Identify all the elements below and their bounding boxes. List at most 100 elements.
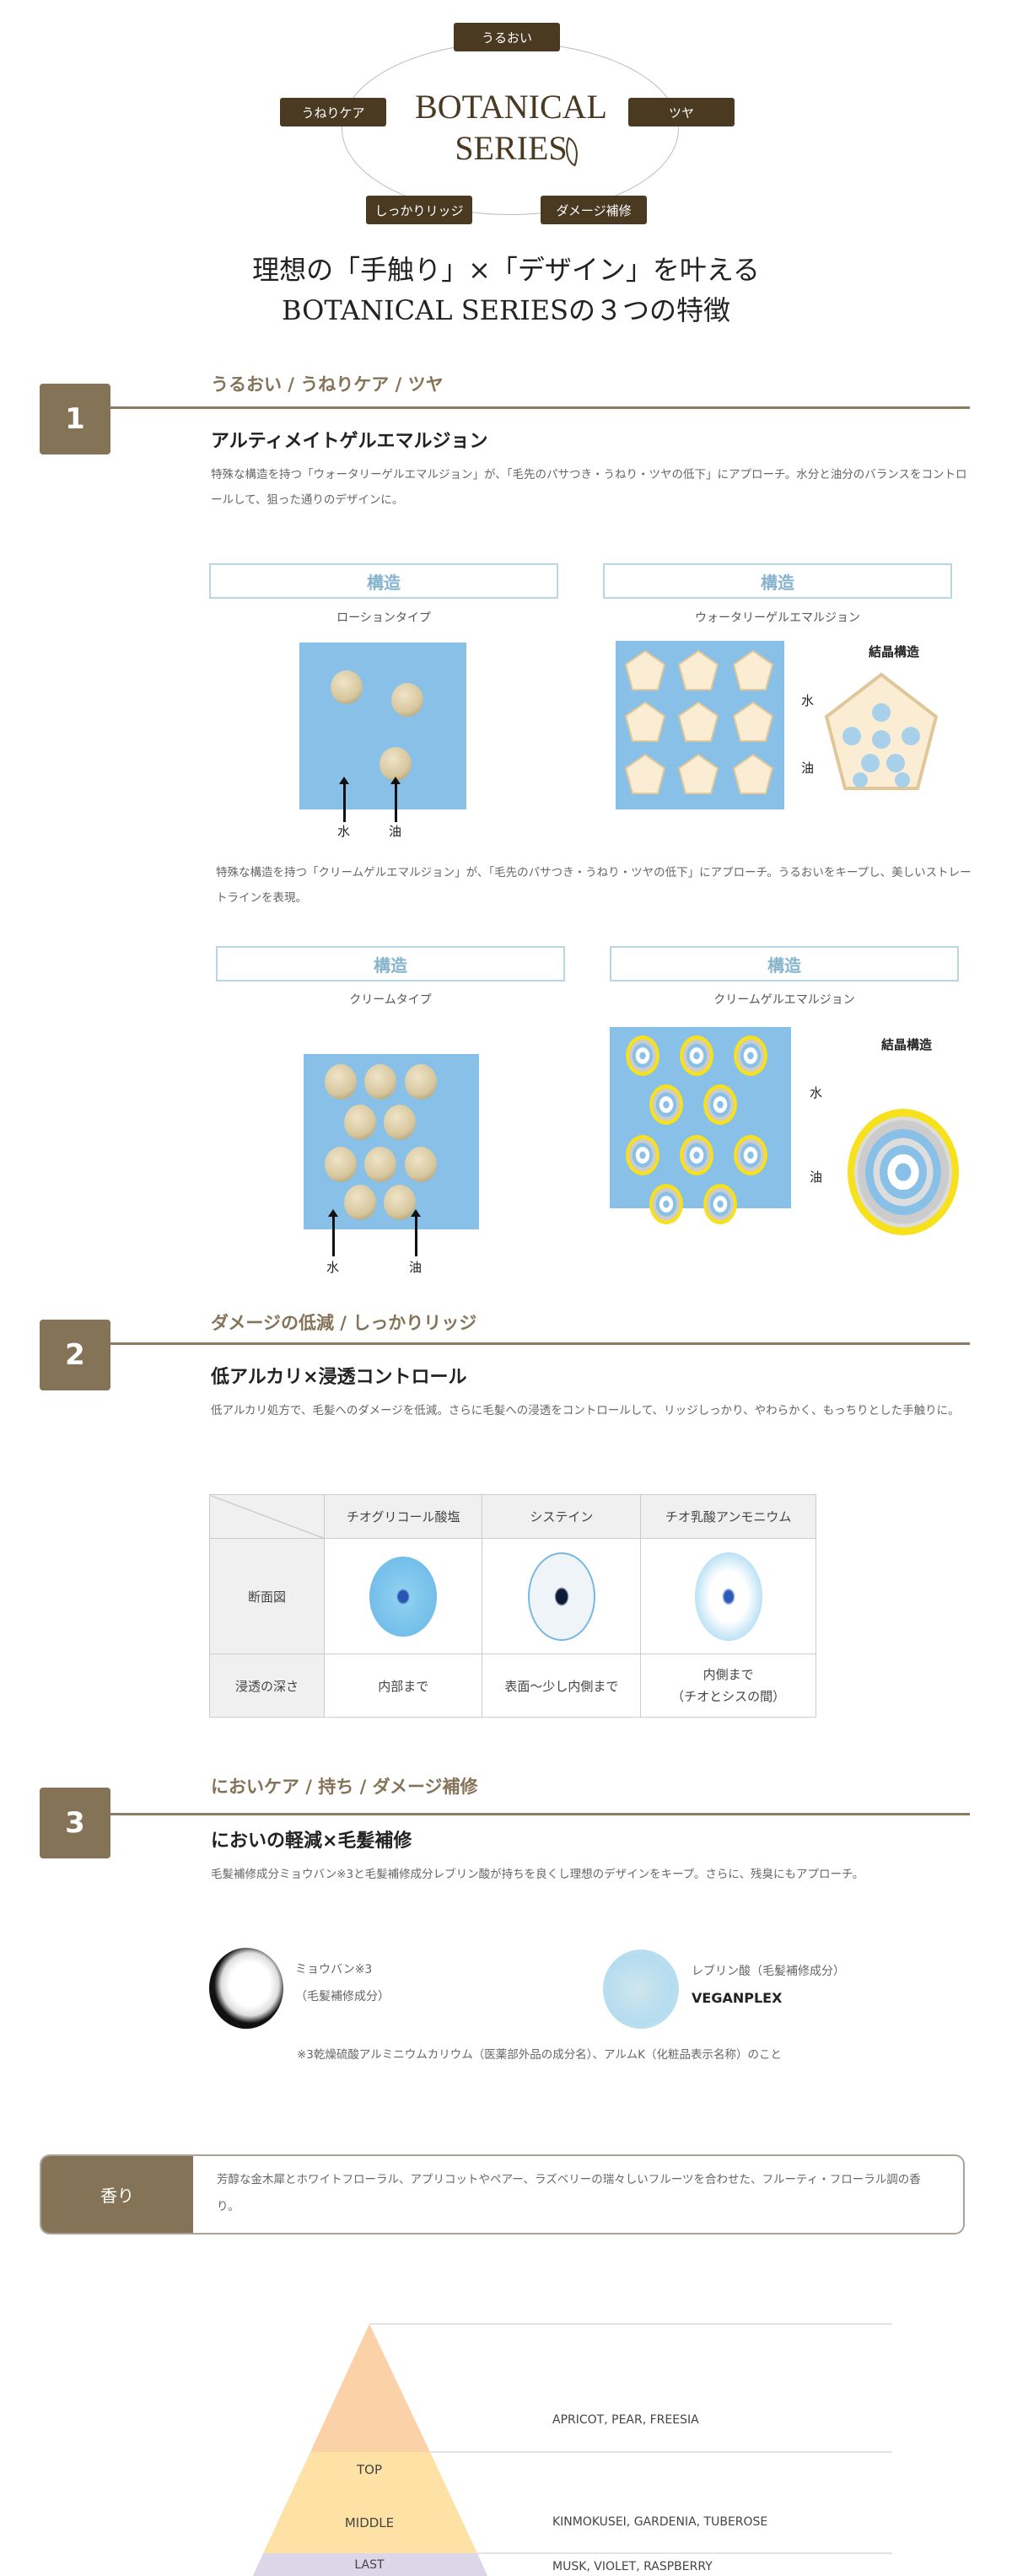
gel-ring [703, 1184, 737, 1224]
section2-title: 低アルカリ×浸透コントロール [211, 1367, 467, 1388]
structure-box: 構造 [216, 946, 565, 981]
row-header: 浸透の深さ [209, 1654, 325, 1718]
alum-image [209, 1948, 283, 2029]
tag-firm-ridge: しっかりリッジ [366, 196, 472, 224]
main-heading-line2: BOTANICAL SERIESの３つの特徴 [281, 294, 730, 326]
oil-droplet [405, 1064, 437, 1100]
section3-header: においケア / 持ち / ダメージ補修 [211, 1777, 478, 1797]
section2-divider [110, 1342, 970, 1345]
oil-droplet [325, 1064, 357, 1100]
fragrance-label: 香り [41, 2156, 193, 2233]
oil-droplet [344, 1185, 376, 1220]
pyramid-tier-middle [263, 2452, 477, 2553]
tag-damage-repair: ダメージ補修 [541, 196, 647, 224]
oil-droplet [384, 1105, 416, 1140]
gel-ring [649, 1184, 683, 1224]
tag-moisture: うるおい [454, 23, 560, 51]
section-number-2: 2 [40, 1320, 110, 1390]
water-label: 水 [801, 693, 815, 708]
row-header: 断面図 [209, 1538, 325, 1654]
oil-droplet [380, 747, 412, 781]
section2-body: 低アルカリ処方で、毛髪へのダメージを低減。さらに毛髪への浸透をコントロールして、… [211, 1404, 960, 1417]
lotion-diagram [299, 643, 466, 809]
oil-label: 油 [409, 1260, 423, 1275]
footnote: ※3乾燥硫酸アルミニウムカリウム（医薬部外品の成分名）、アルムK（化粧品表示名称… [297, 2048, 782, 2062]
tier-label: MIDDLE [344, 2515, 395, 2530]
penetration-table: チオグリコール酸塩 システイン チオ乳酸アンモニウム 断面図 浸透の深さ 内部ま… [209, 1494, 816, 1718]
main-heading-line1: 理想の「手触り」×「デザイン」を叶える [252, 254, 760, 286]
crystal-label: 結晶構造 [869, 644, 920, 659]
oil-droplet [384, 1185, 416, 1220]
logo-series: SERIES [455, 129, 568, 167]
section1-body2: 特殊な構造を持つ「クリームゲルエマルジョン」が、「毛先のパサつき・うねり・ツヤの… [216, 866, 972, 905]
section1-body: 特殊な構造を持つ「ウォータリーゲルエマルジョン」が、「毛先のパサつき・うねり・ツ… [211, 468, 967, 507]
section2-header: ダメージの低減 / しっかりリッジ [211, 1313, 477, 1333]
ingredient1-sub: （毛髪補修成分） [295, 1990, 390, 2003]
gel-ring [649, 1084, 683, 1125]
gel-ring [626, 1135, 659, 1175]
water-label: 水 [337, 824, 351, 839]
depth-cell: 内側まで （チオとシスの間） [640, 1654, 816, 1718]
water-label: 水 [326, 1260, 340, 1275]
pentagon-crystals [624, 649, 774, 794]
section3-body: 毛髪補修成分ミョウバン※3と毛髪補修成分レブリン酸が持ちを良くし理想のデザインを… [211, 1868, 864, 1881]
tier-notes: MUSK, VIOLET, RASPBERRY [552, 2560, 713, 2573]
gel-ring [734, 1035, 767, 1076]
fragrance-box: 香り 芳醇な金木犀とホワイトフローラル、アプリコットやペアー、ラズベリーの瑞々し… [40, 2154, 965, 2235]
oil-label: 油 [389, 824, 402, 839]
gel-ring [680, 1035, 713, 1076]
section1-header: うるおい / うねりケア / ツヤ [211, 374, 444, 395]
oil-droplet [331, 670, 363, 704]
arrow-icon [411, 1209, 421, 1256]
water-label: 水 [810, 1085, 823, 1100]
fragrance-pyramid [252, 2323, 892, 2576]
tag-shine: ツヤ [628, 98, 735, 126]
logo-botanical: BOTANICAL [415, 88, 607, 126]
gel-ring [734, 1135, 767, 1175]
oil-droplet [325, 1147, 357, 1182]
oil-droplet [364, 1147, 396, 1182]
tag-wave-care: うねりケア [280, 98, 386, 126]
crystal-structure-detail [848, 1109, 959, 1235]
pyramid-tier-top [310, 2324, 430, 2452]
veganplex-logo: VEGANPLEX [692, 1990, 783, 2006]
depth-cell: 表面〜少し内側まで [482, 1654, 642, 1718]
crystal-structure-detail [824, 672, 939, 790]
ingredient1-name: ミョウバン※3 [295, 1963, 373, 1976]
ingredient2-name: レブリン酸（毛髪補修成分） [692, 1965, 845, 1978]
tier-label: TOP [356, 2462, 382, 2477]
cross-section-image [482, 1538, 642, 1654]
column-header: システイン [482, 1494, 642, 1539]
section3-divider [110, 1813, 970, 1815]
gel-ring [703, 1084, 737, 1125]
column-header: チオ乳酸アンモニウム [640, 1494, 816, 1539]
oil-droplet [405, 1147, 437, 1182]
type-label: ローションタイプ [336, 611, 431, 625]
arrow-icon [390, 777, 401, 822]
tier-notes: APRICOT, PEAR, FREESIA [552, 2413, 699, 2427]
cross-section-image [323, 1538, 483, 1654]
section3-title: においの軽減×毛髪補修 [211, 1831, 412, 1852]
crystal-label: 結晶構造 [881, 1037, 933, 1052]
arrow-icon [328, 1209, 338, 1256]
tier-label: LAST [354, 2558, 385, 2572]
type-label: クリームゲルエマルジョン [713, 993, 855, 1007]
oil-label: 油 [801, 761, 815, 776]
oil-droplet [344, 1105, 376, 1140]
table-corner [209, 1494, 325, 1539]
column-header: チオグリコール酸塩 [323, 1494, 483, 1539]
section-number-3: 3 [40, 1788, 110, 1858]
type-label: ウォータリーゲルエマルジョン [695, 611, 860, 625]
tier-notes: KINMOKUSEI, GARDENIA, TUBEROSE [552, 2515, 768, 2529]
structure-box: 構造 [209, 563, 558, 599]
section1-title: アルティメイトゲルエマルジョン [211, 431, 488, 452]
cross-section-image [640, 1538, 816, 1654]
section1-divider [110, 406, 970, 409]
depth-cell: 内部まで [323, 1654, 483, 1718]
structure-box: 構造 [610, 946, 959, 981]
pyramid-tier-last [252, 2553, 488, 2576]
oil-label: 油 [810, 1170, 823, 1185]
structure-box: 構造 [603, 563, 952, 599]
gel-ring [680, 1135, 713, 1175]
type-label: クリームタイプ [349, 993, 432, 1007]
